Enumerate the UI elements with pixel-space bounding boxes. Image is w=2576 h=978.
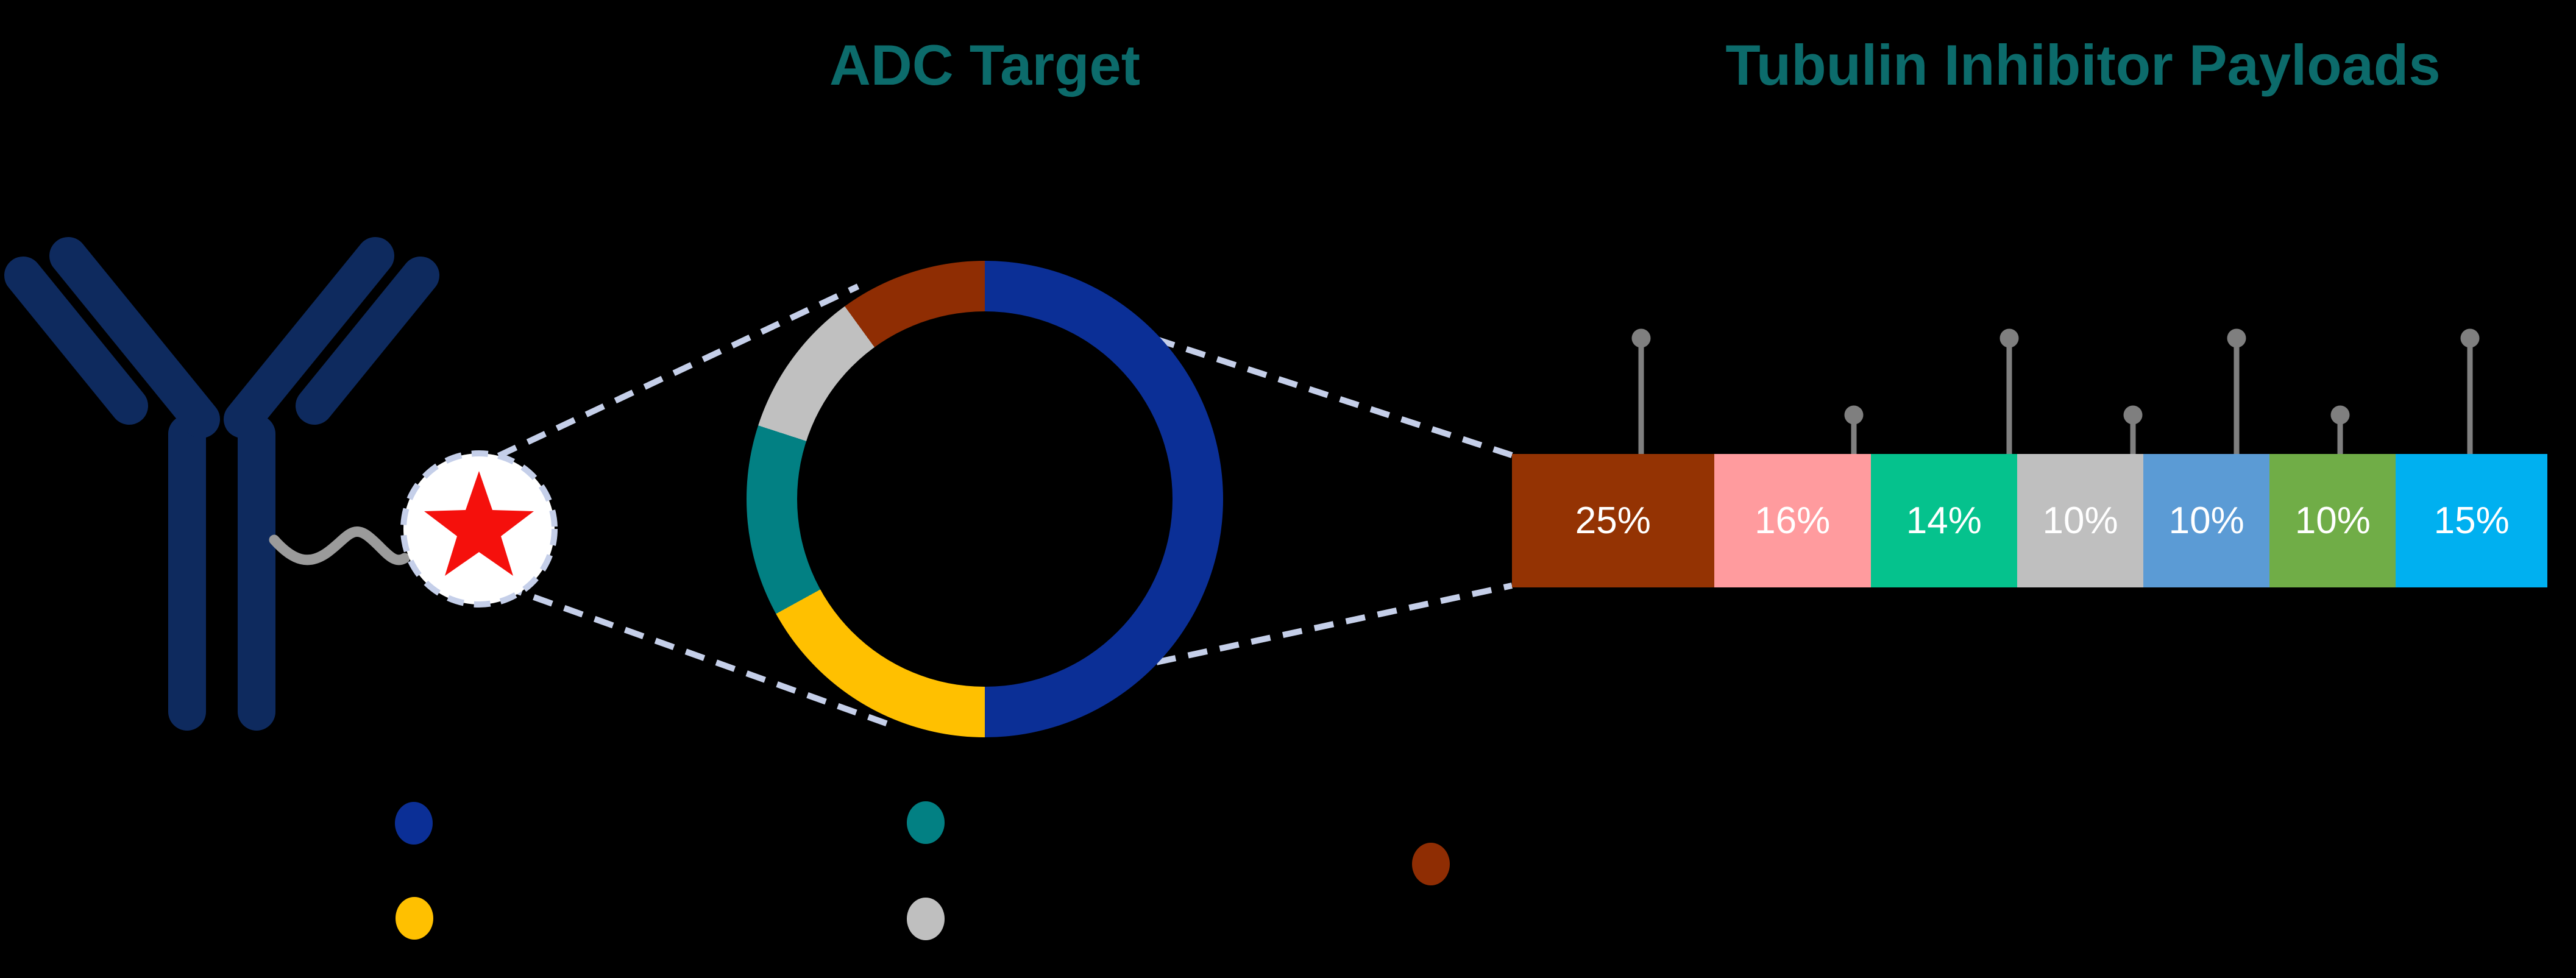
bar-segment-label: 10% <box>2294 500 2371 542</box>
bar-chart-title: Tubulin Inhibitor Payloads <box>1725 33 2441 97</box>
bar-segment: 10% <box>2017 454 2144 587</box>
cone-line-circle-to-donut-bottom <box>502 583 896 729</box>
antibody-right-light-chain <box>296 257 439 425</box>
bar-segment-label: 25% <box>1575 500 1651 542</box>
callout-pin-head <box>1844 405 1864 425</box>
bar-segment: 16% <box>1714 454 1871 587</box>
bar-segment: 10% <box>2269 454 2396 587</box>
callout-pin-stem <box>1851 415 1857 454</box>
cone-line-donut-to-bar-bottom <box>1124 583 1513 672</box>
linker-squiggle <box>269 526 410 565</box>
legend-yellow-dot <box>396 897 433 940</box>
legend-navy-dot <box>395 802 433 845</box>
antibody-icon <box>4 237 439 731</box>
bar-segment: 15% <box>2396 454 2547 587</box>
cone-line-circle-to-donut-top <box>497 283 860 459</box>
legend-dark-red-dot <box>1412 843 1450 885</box>
payload-stacked-bar: 25% 16% 14% 10% 10% 10% 15% <box>1512 454 2547 587</box>
callout-pin-stem <box>1638 338 1644 454</box>
callout-pin-stem <box>2337 415 2343 454</box>
bar-segment: 25% <box>1512 454 1714 587</box>
magnifier-cone <box>497 283 1513 729</box>
callout-pin-stem <box>2467 338 2473 454</box>
legend-gray-dot <box>907 898 945 940</box>
payload-star-icon <box>424 471 534 576</box>
callout-pin-head <box>2227 328 2246 348</box>
donut-chart-title: ADC Target <box>829 33 1141 97</box>
bar-segment-label: 10% <box>2168 500 2244 542</box>
antibody-left-light-chain <box>4 257 148 425</box>
callout-pin-head <box>1631 328 1651 348</box>
callout-pin-head <box>2330 405 2350 425</box>
callout-pin-head <box>2123 405 2143 425</box>
bar-segment-label: 14% <box>1906 500 1982 542</box>
bar-segment-label: 10% <box>2042 500 2118 542</box>
callout-pin-stem <box>2006 338 2012 454</box>
callout-pin-stem <box>2234 338 2240 454</box>
cone-line-donut-to-bar-top <box>1124 326 1513 458</box>
callout-pin-head <box>2460 328 2480 348</box>
antibody-right-arm <box>224 237 394 438</box>
bar-segment: 10% <box>2143 454 2270 587</box>
callout-pin-stem <box>2130 415 2136 454</box>
donut-hole <box>797 311 1173 687</box>
bar-segment: 14% <box>1870 454 2017 587</box>
bar-segment-label: 15% <box>2433 500 2510 542</box>
bar-segment-label: 16% <box>1755 500 1831 542</box>
callout-pin-head <box>1999 328 2019 348</box>
legend-teal-dot <box>907 801 945 844</box>
antibody-left-arm <box>49 237 220 438</box>
